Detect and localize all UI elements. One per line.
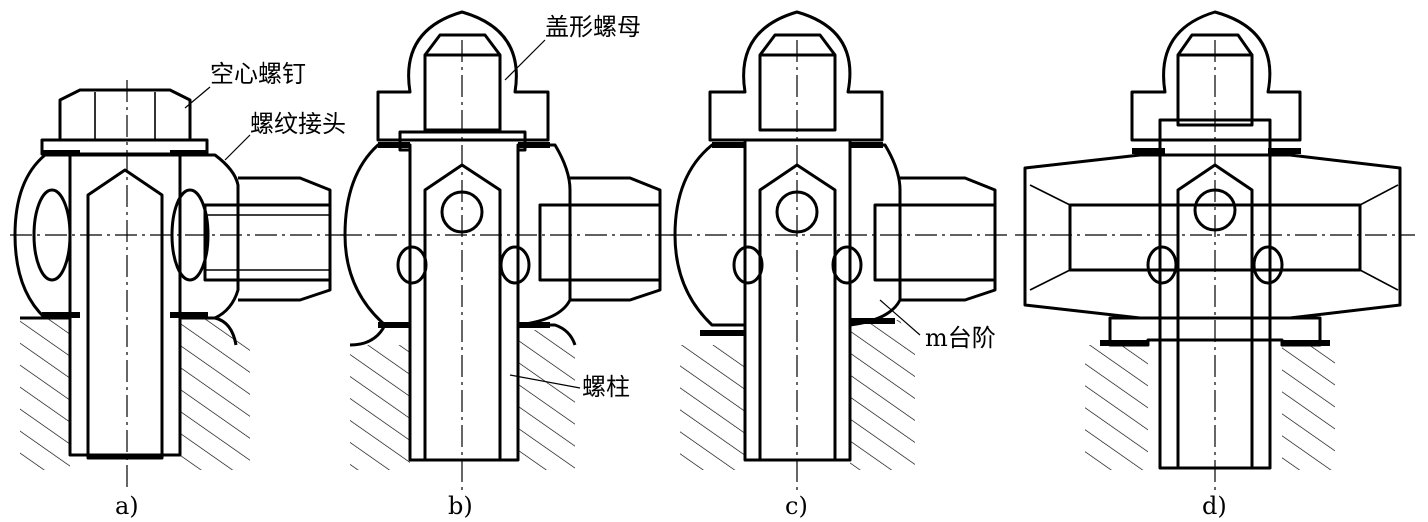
cap-nut-c — [708, 10, 884, 142]
label-hollow-screw: 空心螺钉 — [210, 60, 306, 88]
caption-a: a) — [115, 492, 139, 520]
base-block-c — [680, 320, 915, 470]
base-block-d — [1085, 345, 1335, 470]
label-cap-nut: 盖形螺母 — [545, 13, 641, 41]
view-a — [10, 80, 345, 490]
caption-c: c) — [785, 492, 808, 520]
tube-b — [570, 176, 662, 302]
base-block-a — [20, 318, 250, 470]
label-stud: 螺柱 — [582, 373, 630, 401]
stud-c — [743, 138, 852, 462]
cap-nut-d — [1130, 10, 1302, 142]
fitting-body-d — [1023, 153, 1402, 320]
banjo-body-b — [343, 143, 572, 327]
view-b — [340, 10, 675, 490]
label-threaded-joint: 螺纹接头 — [250, 110, 346, 138]
bolt-shank-a — [68, 153, 182, 457]
view-d — [1015, 10, 1415, 490]
leader-lines — [184, 39, 921, 389]
caption-b: b) — [448, 492, 473, 520]
bolt-head-a — [58, 88, 192, 142]
stud-b — [398, 130, 527, 462]
stud-d — [1158, 118, 1272, 470]
tube-c — [900, 176, 997, 302]
cap-nut-b — [376, 10, 550, 142]
view-c — [670, 10, 1010, 490]
caption-d: d) — [1202, 492, 1227, 520]
tube-a — [238, 176, 332, 302]
label-m-step: m台阶 — [925, 324, 996, 352]
